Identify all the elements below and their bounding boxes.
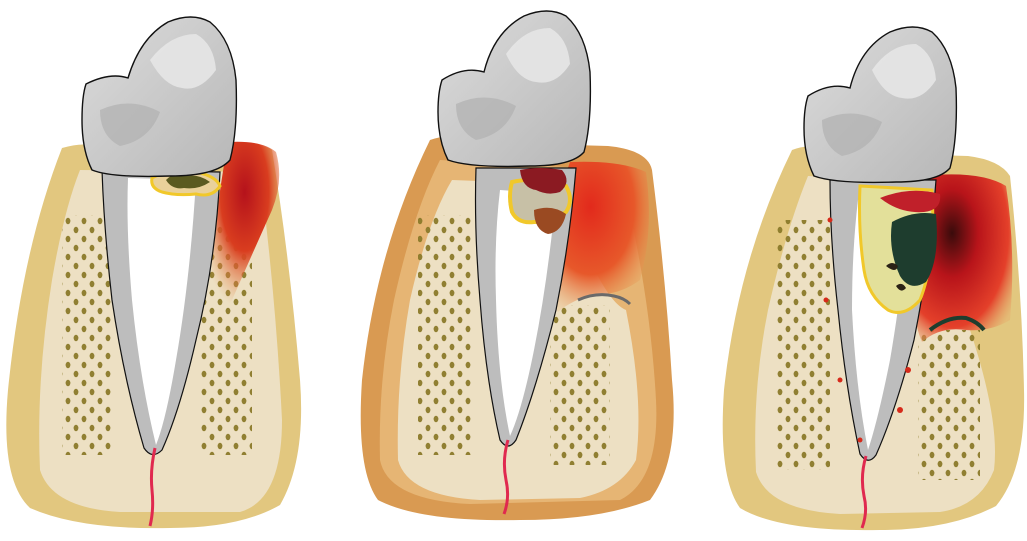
bone-dots-left-3 (776, 220, 830, 470)
inflammation-dot-e-3 (897, 407, 903, 413)
panel-2-moderate-periodontitis (361, 11, 674, 520)
bone-dots-right-2 (550, 305, 610, 465)
inflammation-dot-d-3 (905, 367, 911, 373)
inflammation-dot-f-3 (858, 438, 863, 443)
tooth-crown-2 (438, 11, 590, 166)
bone-dots-left-1 (62, 215, 112, 455)
bone-dots-left-2 (418, 215, 472, 455)
tooth-crown-1 (82, 17, 236, 176)
panel-1-healthy-tooth (6, 17, 301, 528)
inflammation-dot-c-3 (838, 378, 843, 383)
bone-dots-right-3 (918, 330, 980, 480)
tooth-crown-3 (804, 27, 956, 182)
panel-3-advanced-periodontitis (723, 27, 1024, 530)
inflammation-dot-b-3 (824, 298, 829, 303)
inflammation-dot-a-3 (828, 218, 833, 223)
